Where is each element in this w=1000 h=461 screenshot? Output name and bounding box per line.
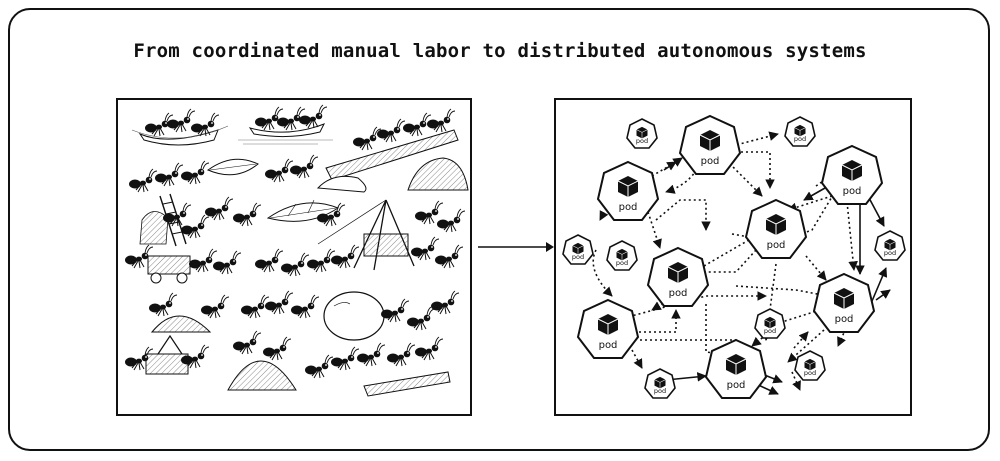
pod-large-8: pod: [704, 338, 768, 399]
pod-label: pod: [619, 202, 638, 213]
pod-large-7: pod: [576, 298, 640, 359]
pod-label: pod: [727, 380, 746, 391]
pod-label: pod: [835, 314, 854, 325]
pod-network-panel: pod pod pod pod pod pod: [554, 98, 912, 416]
pod-small-3: pod: [562, 234, 594, 265]
crane-scene: [317, 199, 466, 271]
pod-label: pod: [572, 253, 584, 261]
log-carry-scene: [316, 108, 469, 193]
cart-scene: [124, 244, 360, 284]
pod-label: pod: [636, 137, 648, 145]
pod-small-7: pod: [644, 368, 676, 399]
pod-label: pod: [794, 135, 806, 143]
leaf-carry-scene: [128, 154, 346, 227]
pod-large-3: pod: [820, 144, 884, 205]
pod-large-5: pod: [646, 246, 710, 307]
pod-label: pod: [616, 259, 628, 267]
figure-title: From coordinated manual labor to distrib…: [133, 40, 867, 62]
boat-scene: [131, 104, 333, 146]
catapult-scene: [124, 330, 451, 397]
pod-network-diagram: pod pod pod pod pod pod: [562, 114, 906, 399]
ant-labor-panel: [116, 98, 472, 416]
pod-label: pod: [764, 327, 776, 335]
ladder-scene: [139, 193, 210, 247]
pod-small-6: pod: [754, 308, 786, 339]
pod-label: pod: [804, 369, 816, 377]
pod-large-4: pod: [744, 198, 808, 259]
ant-illustration: [124, 104, 469, 397]
pod-label: pod: [767, 240, 786, 251]
pod-small-5: pod: [874, 230, 906, 261]
pod-small-2: pod: [784, 116, 816, 147]
pod-large-1: pod: [678, 114, 742, 175]
pod-small-4: pod: [606, 240, 638, 271]
pod-label: pod: [599, 340, 618, 351]
pod-label: pod: [701, 156, 720, 167]
pod-label: pod: [654, 387, 666, 395]
pod-small-8: pod: [794, 350, 826, 381]
boulder-scene: [148, 290, 460, 341]
pod-label: pod: [669, 288, 688, 299]
transition-arrow: [478, 242, 554, 252]
pod-label: pod: [843, 186, 862, 197]
pod-large-6: pod: [812, 272, 876, 333]
pod-small-1: pod: [626, 118, 658, 149]
pod-label: pod: [884, 249, 896, 257]
pod-large-2: pod: [596, 160, 660, 221]
